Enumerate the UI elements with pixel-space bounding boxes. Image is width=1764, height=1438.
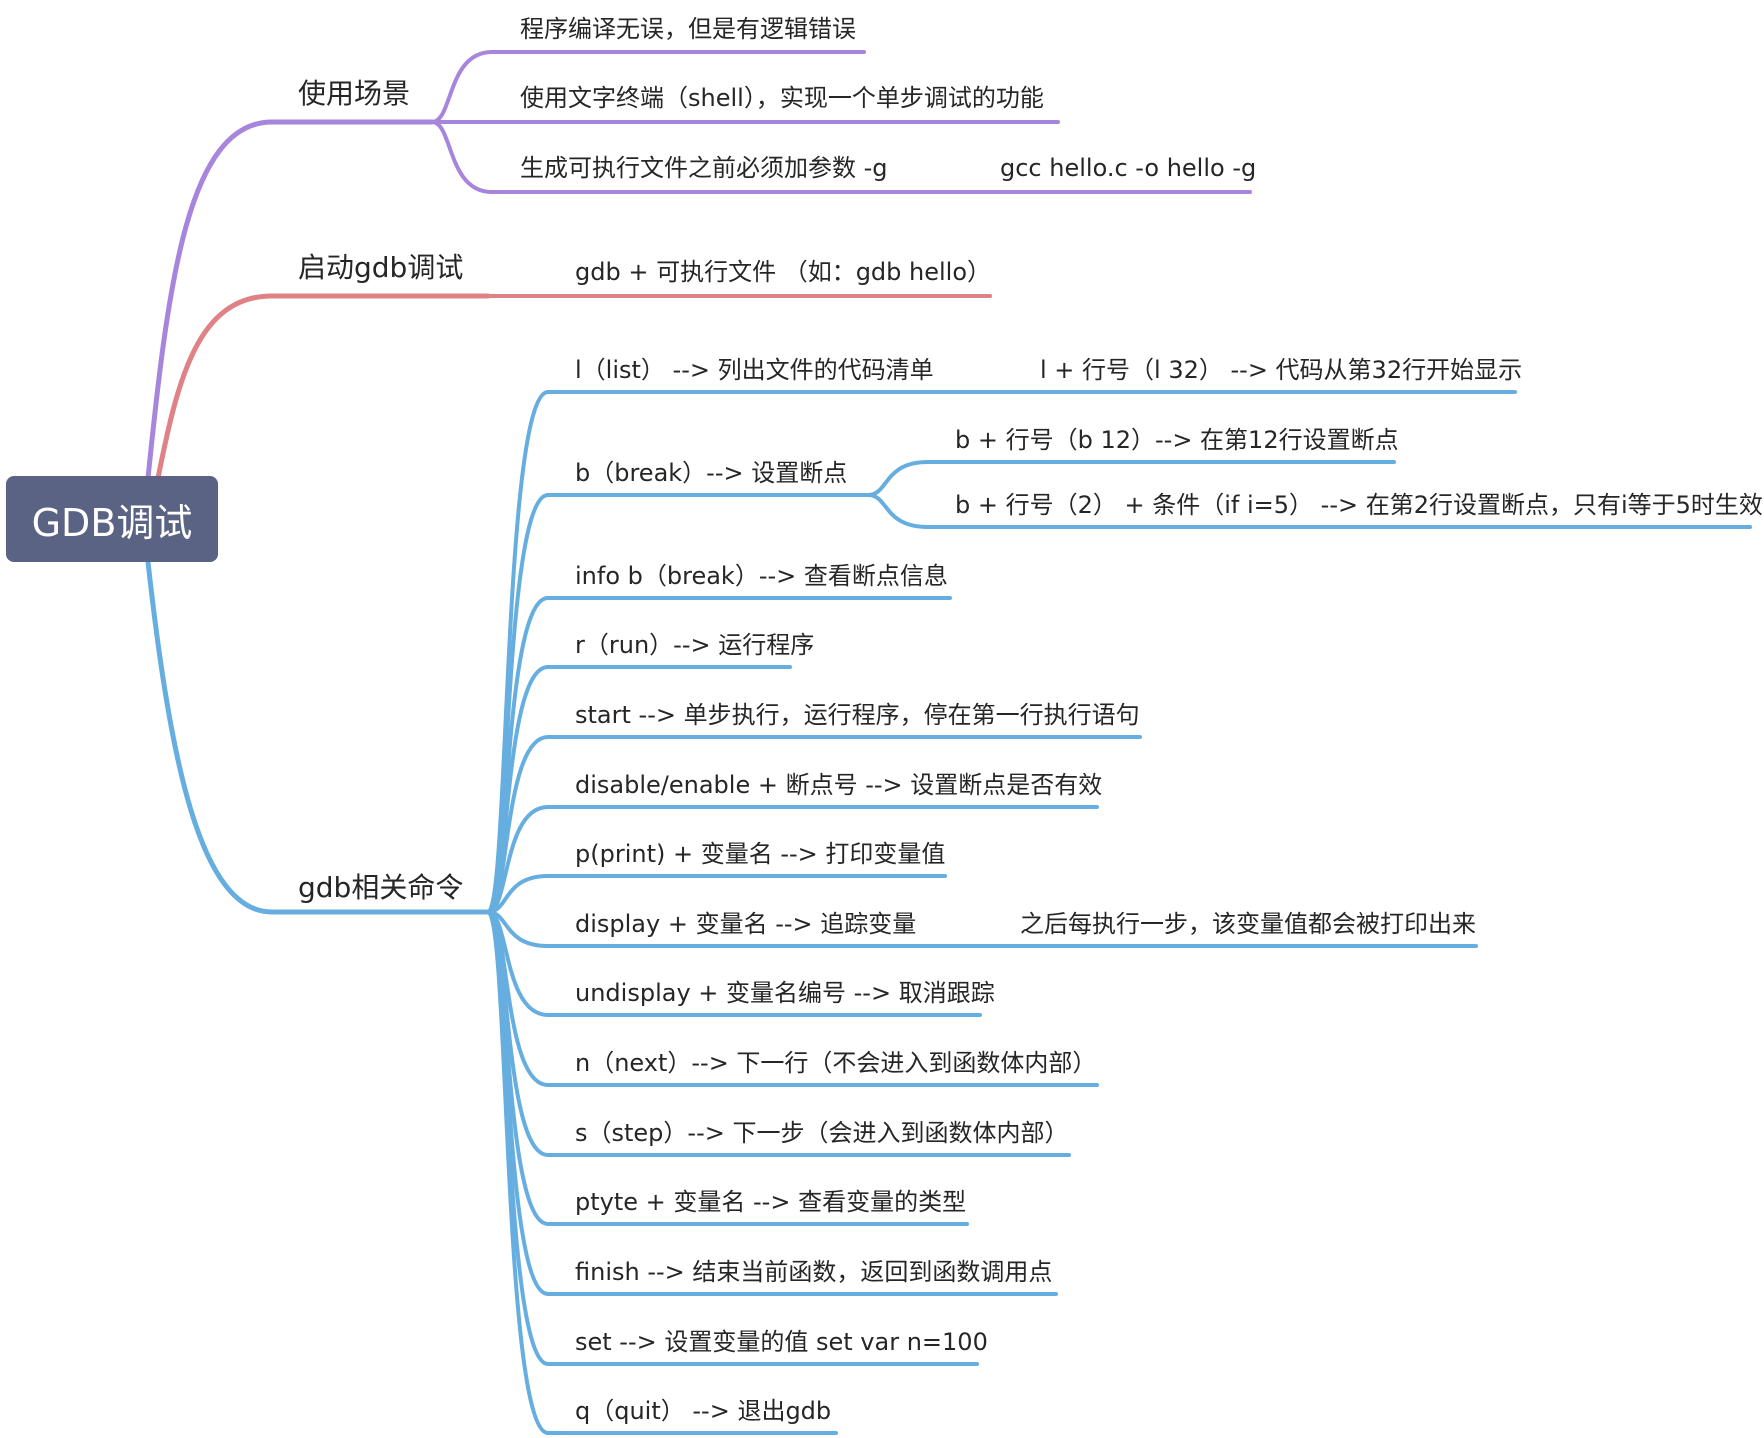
connector-scene-1	[430, 50, 494, 124]
cmd-ptype[interactable]: ptyte + 变量名 --> 查看变量的类型	[575, 1188, 967, 1216]
cmd-set[interactable]: set --> 设置变量的值 set var n=100	[575, 1328, 988, 1356]
cmd-list[interactable]: l（list） --> 列出文件的代码清单	[575, 356, 934, 384]
cmd-quit[interactable]: q（quit） --> 退出gdb	[575, 1397, 832, 1425]
scene-item-1[interactable]: 程序编译无误，但是有逻辑错误	[520, 15, 856, 43]
scene-item-2[interactable]: 使用文字终端（shell），实现一个单步调试的功能	[520, 84, 1044, 112]
branch-commands-label[interactable]: gdb相关命令	[298, 871, 464, 904]
connector-root-start	[155, 293, 275, 481]
connector-scene-3	[430, 120, 494, 194]
branch-scene-label[interactable]: 使用场景	[298, 77, 411, 110]
scene-item-3[interactable]: 生成可执行文件之前必须加参数 -g	[520, 154, 888, 182]
cmd-info-break[interactable]: info b（break）--> 查看断点信息	[575, 562, 948, 590]
cmd-next[interactable]: n（next）--> 下一行（不会进入到函数体内部）	[575, 1049, 1097, 1077]
branch-start-label[interactable]: 启动gdb调试	[298, 251, 464, 284]
cmd-break-sub-1[interactable]: b + 行号（b 12）--> 在第12行设置断点	[955, 426, 1399, 454]
cmd-start[interactable]: start --> 单步执行，运行程序，停在第一行执行语句	[575, 701, 1140, 729]
cmd-break[interactable]: b（break）--> 设置断点	[575, 459, 848, 487]
cmd-disable-enable[interactable]: disable/enable + 断点号 --> 设置断点是否有效	[575, 771, 1103, 799]
cmd-finish[interactable]: finish --> 结束当前函数，返回到函数调用点	[575, 1258, 1053, 1286]
scene-item-3-note[interactable]: gcc hello.c -o hello -g	[1000, 154, 1257, 182]
root-node[interactable]: GDB调试	[6, 476, 218, 562]
cmd-display-note[interactable]: 之后每执行一步，该变量值都会被打印出来	[1020, 910, 1476, 938]
start-item-1[interactable]: gdb + 可执行文件 （如：gdb hello）	[575, 258, 992, 286]
cmd-break-sub-2[interactable]: b + 行号（2） + 条件（if i=5） --> 在第2行设置断点，只有i等…	[955, 491, 1763, 519]
connector-cmd-15	[486, 910, 550, 1435]
connector-root-scene	[145, 119, 275, 481]
cmd-run[interactable]: r（run）--> 运行程序	[575, 631, 815, 659]
cmd-display[interactable]: display + 变量名 --> 追踪变量	[575, 910, 917, 938]
connector-cmd-6	[486, 805, 550, 914]
connector-break-sub-2	[866, 493, 930, 529]
connector-root-commands	[145, 559, 275, 915]
cmd-list-note[interactable]: l + 行号（l 32） --> 代码从第32行开始显示	[1040, 356, 1523, 384]
connector-cmd-7	[486, 874, 550, 914]
cmd-print[interactable]: p(print) + 变量名 --> 打印变量值	[575, 840, 946, 868]
cmd-undisplay[interactable]: undisplay + 变量名编号 --> 取消跟踪	[575, 979, 995, 1007]
cmd-step[interactable]: s（step）--> 下一步（会进入到函数体内部）	[575, 1119, 1069, 1147]
